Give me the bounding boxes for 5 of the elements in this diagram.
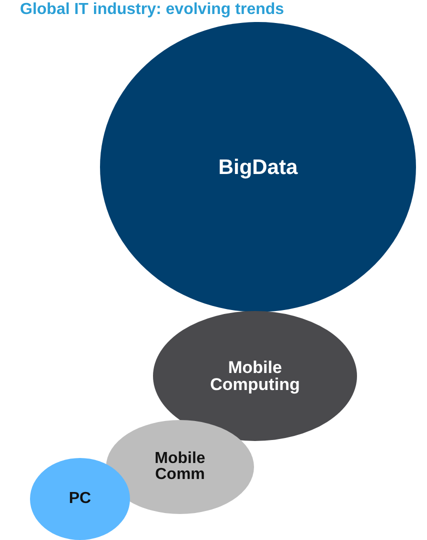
circle-label: BigData xyxy=(217,156,299,178)
circle-label: Mobile Comm xyxy=(154,451,206,483)
circle-label: PC xyxy=(68,491,92,507)
circle-label: Mobile Computing xyxy=(209,359,301,393)
diagram-title: Global IT industry: evolving trends xyxy=(20,1,284,19)
